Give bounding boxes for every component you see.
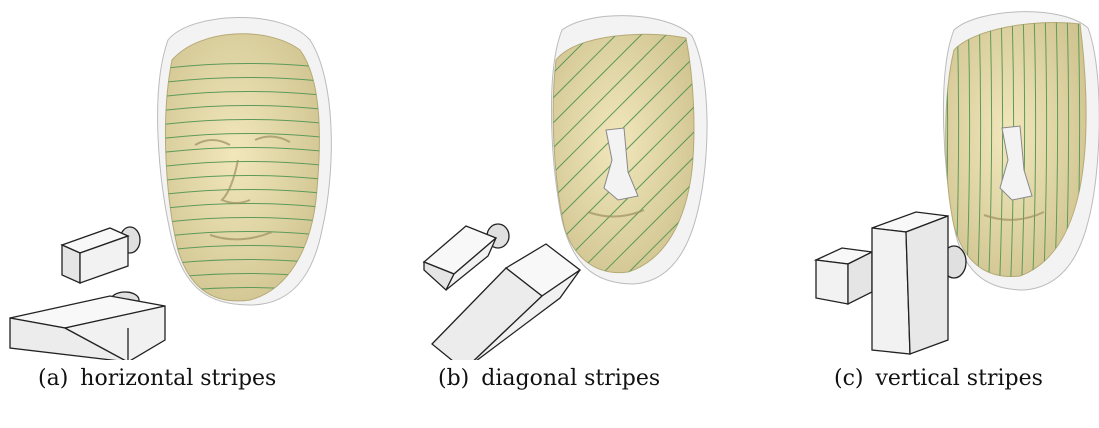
panel-a-illustration	[0, 0, 366, 360]
panel-c: (c) vertical stripes	[732, 0, 1099, 428]
caption-text: vertical stripes	[876, 366, 1043, 391]
panel-c-illustration	[732, 0, 1099, 360]
caption-text: diagonal stripes	[481, 366, 660, 391]
caption-label: (a)	[38, 366, 68, 391]
caption-text: horizontal stripes	[80, 366, 276, 391]
projector-box	[10, 292, 165, 360]
projector-box	[872, 212, 966, 354]
caption-label: (c)	[834, 366, 864, 391]
caption-b: (b) diagonal stripes	[438, 366, 660, 391]
panel-b-illustration	[366, 0, 732, 360]
caption-a: (a) horizontal stripes	[38, 366, 276, 391]
camera-box	[62, 227, 140, 283]
caption-label: (b)	[438, 366, 469, 391]
panel-b: (b) diagonal stripes	[366, 0, 732, 428]
panel-a: (a) horizontal stripes	[0, 0, 366, 428]
camera-box	[816, 248, 872, 304]
caption-c: (c) vertical stripes	[834, 366, 1043, 391]
